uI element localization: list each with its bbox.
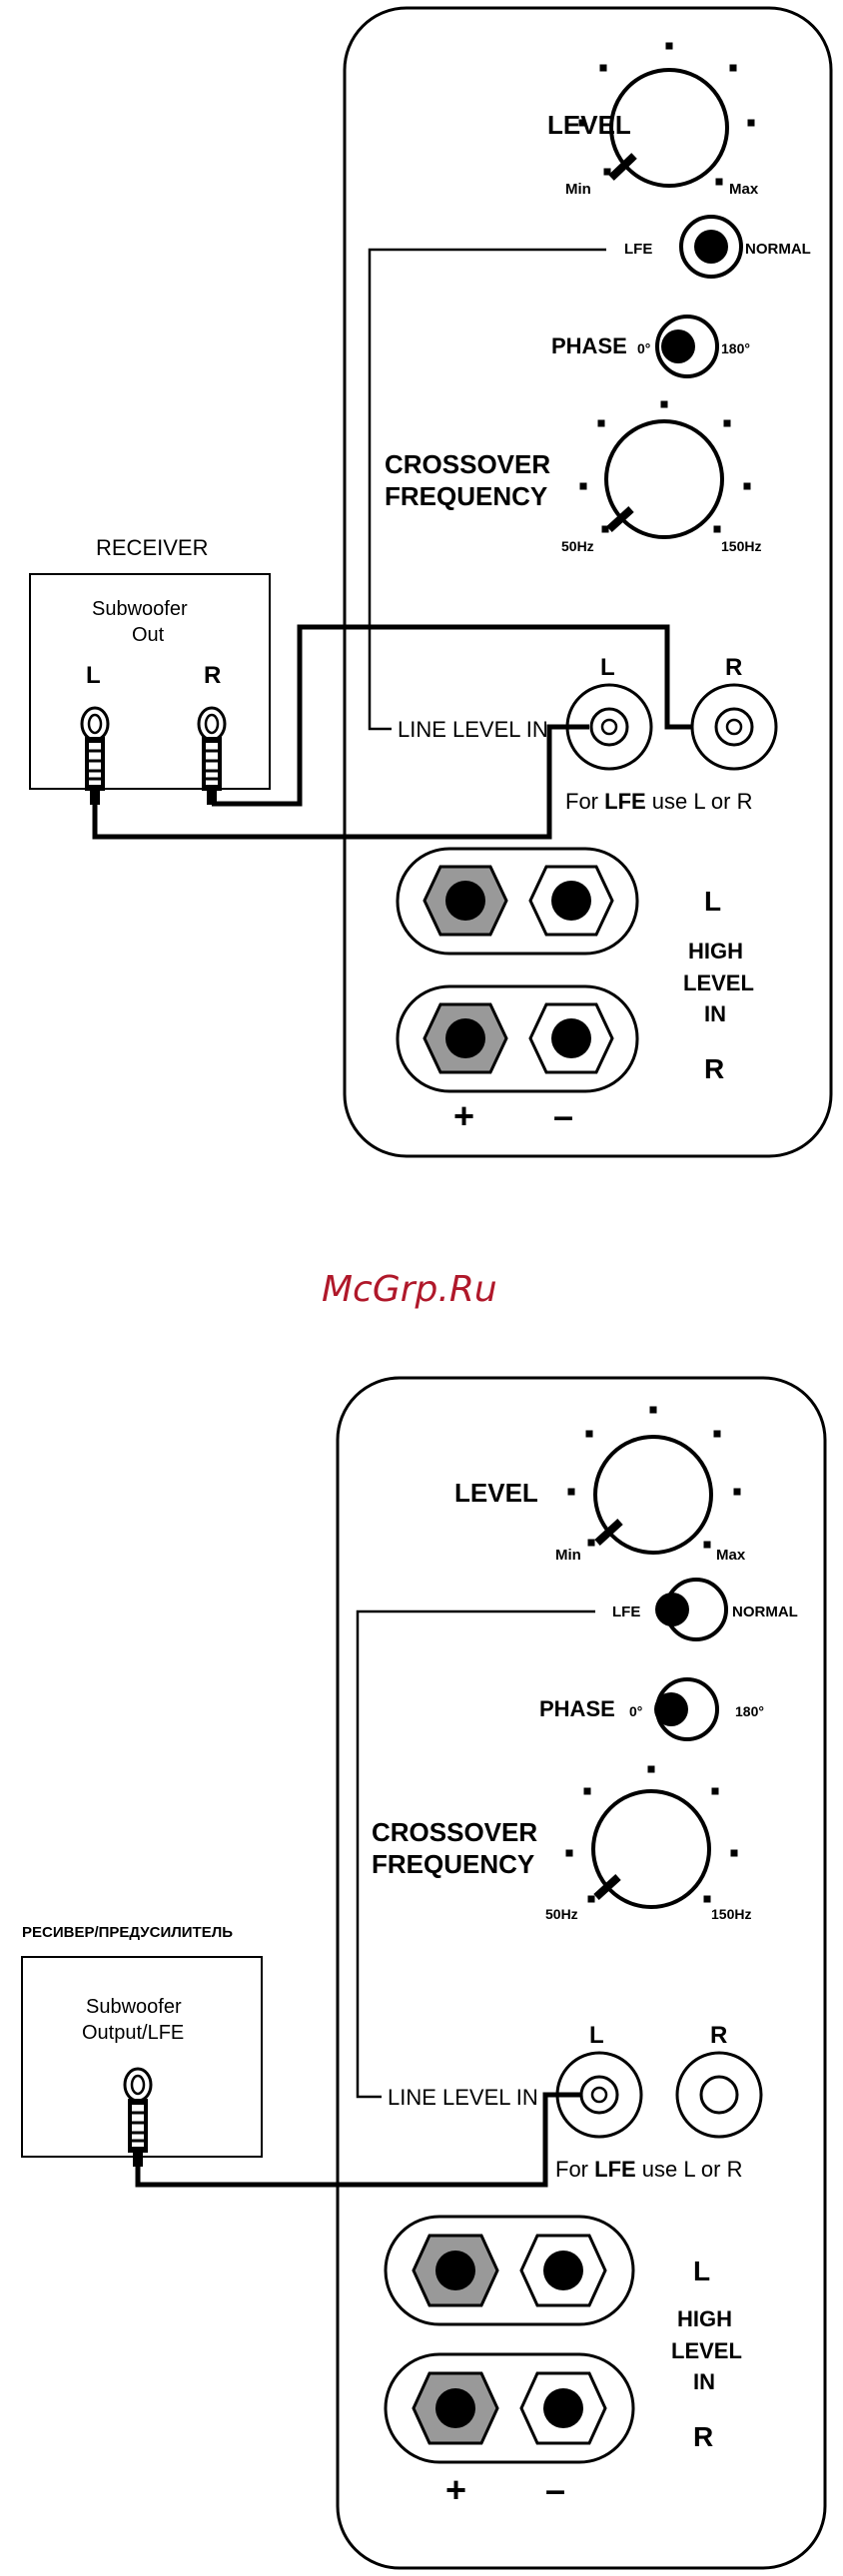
crossover-label-line2: FREQUENCY	[372, 1849, 534, 1879]
rca-plug-r	[200, 735, 224, 807]
subwoofer-panel-2: LEVEL Min Max LFE NORMAL PHASE 0° 180° C…	[336, 1376, 827, 2570]
crossover-label-line1: CROSSOVER	[372, 1817, 537, 1847]
receiver-2: РЕСИВЕР/ПРЕДУСИЛИТЕЛЬ Subwoofer Output/L…	[21, 1924, 263, 2169]
phase-switch[interactable]	[655, 315, 719, 378]
level-max-label: Max	[729, 181, 759, 198]
receiver-out-jack-r[interactable]	[197, 706, 227, 742]
freq-max-label: 150Hz	[711, 1906, 751, 1922]
receiver-title: RECEIVER	[96, 535, 208, 560]
level-min-label: Min	[555, 1547, 581, 1564]
internal-lfe-line	[368, 248, 606, 731]
level-label: LEVEL	[454, 1478, 538, 1508]
normal-label: NORMAL	[732, 1604, 798, 1620]
high-r-label: R	[704, 1053, 724, 1084]
lfe-note: For LFE use L or R	[565, 789, 752, 814]
lfe-normal-switch[interactable]	[655, 1578, 728, 1641]
plus-label: +	[445, 2469, 466, 2510]
minus-label: –	[545, 2469, 565, 2510]
level-knob[interactable]	[608, 68, 729, 188]
watermark: McGrp.Ru	[322, 1269, 497, 1310]
line-in-jack-l[interactable]	[565, 683, 653, 771]
phase-180-label: 180°	[735, 1703, 764, 1719]
lfe-label: LFE	[612, 1604, 640, 1620]
phase-0-label: 0°	[637, 340, 650, 356]
freq-min-label: 50Hz	[561, 538, 594, 554]
high-level-l-terminals[interactable]	[396, 847, 639, 956]
receiver-out-jack-l[interactable]	[80, 706, 110, 742]
high-label-line3: IN	[693, 2369, 715, 2394]
phase-label: PHASE	[539, 1696, 615, 1721]
crossover-label-line1: CROSSOVER	[385, 449, 550, 479]
receiver-1: RECEIVER Subwoofer Out L R	[29, 535, 271, 807]
crossover-label-line2: FREQUENCY	[385, 481, 547, 511]
receiver-box	[29, 573, 271, 790]
high-label-line2: LEVEL	[671, 2338, 742, 2363]
high-level-l-terminals[interactable]	[384, 2215, 635, 2326]
high-level-r-terminals[interactable]	[384, 2352, 635, 2464]
level-label: LEVEL	[547, 110, 631, 140]
jack-l-label: L	[600, 654, 615, 681]
subwoofer-panel-1: LEVEL Min Max LFE NORMAL PHASE 0° 180° C…	[343, 6, 833, 1158]
plus-label: +	[453, 1095, 474, 1136]
line-in-jack-r[interactable]	[675, 2051, 763, 2139]
lfe-label: LFE	[624, 241, 652, 258]
phase-0-label: 0°	[629, 1703, 642, 1719]
receiver-r-label: R	[204, 662, 221, 689]
high-level-r-terminals[interactable]	[396, 984, 639, 1093]
level-knob[interactable]	[593, 1435, 713, 1555]
rca-plug-l	[83, 735, 107, 807]
cable-2	[135, 2092, 581, 2188]
high-label-line1: HIGH	[688, 939, 743, 964]
phase-switch[interactable]	[654, 1677, 719, 1741]
cables-1	[92, 624, 691, 840]
level-max-label: Max	[716, 1547, 746, 1564]
receiver-title: РЕСИВЕР/ПРЕДУСИЛИТЕЛЬ	[22, 1924, 233, 1941]
high-l-label: L	[693, 2255, 710, 2286]
receiver-l-label: L	[86, 662, 101, 689]
jack-r-label: R	[710, 2022, 727, 2049]
receiver-out-line2: Output/LFE	[82, 2022, 184, 2044]
lfe-normal-switch[interactable]	[679, 215, 743, 279]
minus-label: –	[553, 1095, 573, 1136]
freq-min-label: 50Hz	[545, 1906, 578, 1922]
receiver-out-jack[interactable]	[123, 2067, 153, 2103]
line-level-in-label: LINE LEVEL IN	[398, 717, 548, 742]
crossover-knob[interactable]	[591, 1789, 711, 1909]
high-l-label: L	[704, 886, 721, 917]
receiver-out-line1: Subwoofer	[92, 598, 188, 620]
level-min-label: Min	[565, 181, 591, 198]
phase-180-label: 180°	[721, 340, 750, 356]
high-label-line2: LEVEL	[683, 970, 754, 995]
receiver-out-line2: Out	[132, 624, 165, 646]
freq-max-label: 150Hz	[721, 538, 761, 554]
line-level-in-label: LINE LEVEL IN	[388, 2085, 538, 2110]
receiver-out-line1: Subwoofer	[86, 1996, 182, 2018]
jack-l-label: L	[589, 2022, 604, 2049]
high-r-label: R	[693, 2421, 713, 2452]
normal-label: NORMAL	[745, 241, 811, 258]
jack-r-label: R	[725, 654, 742, 681]
high-label-line1: HIGH	[677, 2306, 732, 2331]
lfe-note: For LFE use L or R	[555, 2157, 742, 2182]
internal-lfe-line	[356, 1610, 595, 2099]
high-label-line3: IN	[704, 1001, 726, 1026]
line-in-jack-r[interactable]	[690, 683, 778, 771]
phase-label: PHASE	[551, 333, 627, 358]
crossover-knob[interactable]	[604, 419, 724, 539]
